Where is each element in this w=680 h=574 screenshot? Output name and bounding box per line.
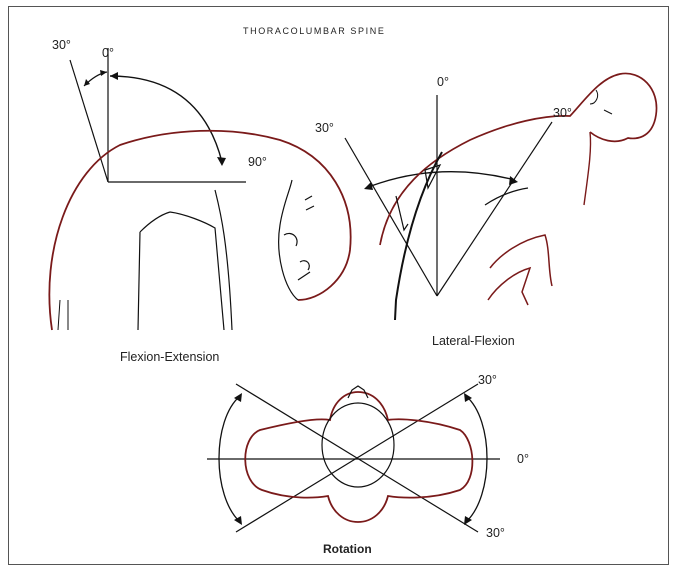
- rotation-angle-30-bottom-label: 30°: [486, 526, 505, 540]
- rotation-angle-0-label: 0°: [517, 452, 529, 466]
- rotation-angle-30-top-label: 30°: [478, 373, 497, 387]
- rotation-caption: Rotation: [323, 542, 372, 556]
